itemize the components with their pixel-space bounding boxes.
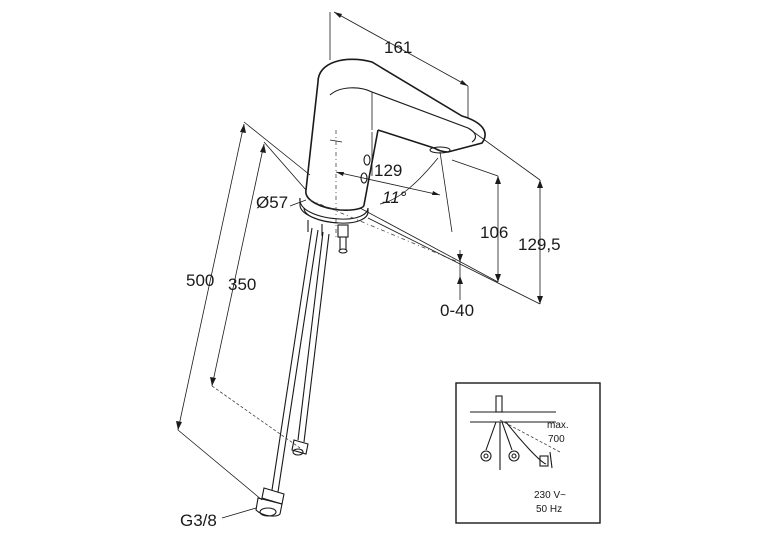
installation-inset: max. 700 230 V~ 50 Hz — [455, 382, 601, 524]
dim-base-diameter: Ø57 — [256, 193, 288, 212]
dim-hose-inner: 350 — [228, 275, 256, 294]
inset-frequency: 50 Hz — [536, 504, 562, 515]
dim-spout-length: 161 — [384, 38, 412, 57]
dim-connection: G3/8 — [180, 511, 217, 530]
inset-max-label: max. — [547, 420, 569, 431]
dim-angle: 11° — [382, 188, 407, 207]
inset-frame — [455, 382, 601, 524]
faucet-body — [299, 58, 486, 254]
supply-hoses — [255, 227, 330, 517]
dim-reach: 129 — [374, 161, 402, 180]
dim-height-spout: 106 — [480, 223, 508, 242]
dim-adjust-range: 0-40 — [440, 301, 474, 320]
dimension-lines — [176, 11, 543, 519]
dim-hose-total: 500 — [186, 271, 214, 290]
inset-voltage: 230 V~ — [534, 490, 566, 501]
dim-height-total: 129,5 — [518, 235, 561, 254]
inset-max-value: 700 — [548, 434, 565, 445]
dimension-labels: 161 129 11° Ø57 106 129,5 0-40 500 350 G… — [180, 38, 561, 530]
